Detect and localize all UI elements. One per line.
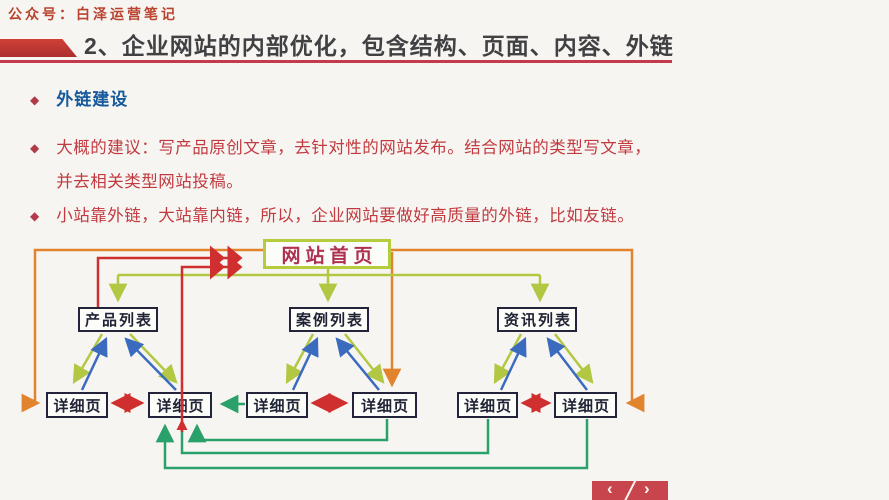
header-red-band — [0, 39, 77, 57]
diagram-node-detail-page: 详细页 — [554, 392, 617, 418]
bullet-item: ◆ 外链建设 — [30, 88, 128, 112]
header-underline — [0, 60, 672, 63]
diamond-bullet-icon: ◆ — [30, 93, 40, 107]
diagram-node-home: 网站首页 — [263, 239, 391, 269]
bullet-text-line: 小站靠外链，大站靠内链，所以，企业网站要做好高质量的外链，比如友链。 — [56, 207, 635, 225]
prev-slide-button[interactable]: ‹ — [607, 481, 613, 498]
diamond-bullet-icon: ◆ — [30, 141, 40, 155]
bullet-heading-text: 外链建设 — [56, 90, 129, 109]
nav-divider — [622, 481, 638, 500]
diagram-node-detail-page: 详细页 — [46, 392, 108, 418]
green-cross-links — [155, 394, 589, 470]
slide-nav: ‹ › — [592, 481, 668, 500]
bullet-text-line: 并去相关类型网站投稿。 — [56, 173, 244, 191]
next-slide-button[interactable]: › — [644, 481, 650, 498]
blue-up-links — [80, 336, 588, 391]
diamond-bullet-icon: ◆ — [30, 209, 40, 223]
diagram-node-case-list: 案例列表 — [289, 307, 369, 332]
diagram-node-detail-page: 详细页 — [148, 392, 212, 418]
diagram-node-product-list: 产品列表 — [78, 307, 158, 332]
red-links — [96, 245, 552, 413]
diagram-node-detail-page: 详细页 — [352, 392, 417, 418]
diagram-node-news-list: 资讯列表 — [497, 307, 577, 332]
diagram-node-detail-page: 详细页 — [246, 392, 308, 418]
diagram-node-detail-page: 详细页 — [457, 392, 518, 418]
bullet-item: ◆ 小站靠外链，大站靠内链，所以，企业网站要做好高质量的外链，比如友链。 — [30, 204, 634, 228]
account-watermark: 公众号：白泽运营笔记 — [8, 6, 178, 22]
page-title: 2、企业网站的内部优化，包含结构、页面、内容、外链 — [84, 33, 674, 59]
bullet-item: ◆ 大概的建议：写产品原创文章，去针对性的网站发布。结合网站的类型写文章， 并去… — [30, 131, 651, 199]
bullet-text-line: 大概的建议：写产品原创文章，去针对性的网站发布。结合网站的类型写文章， — [56, 139, 652, 157]
